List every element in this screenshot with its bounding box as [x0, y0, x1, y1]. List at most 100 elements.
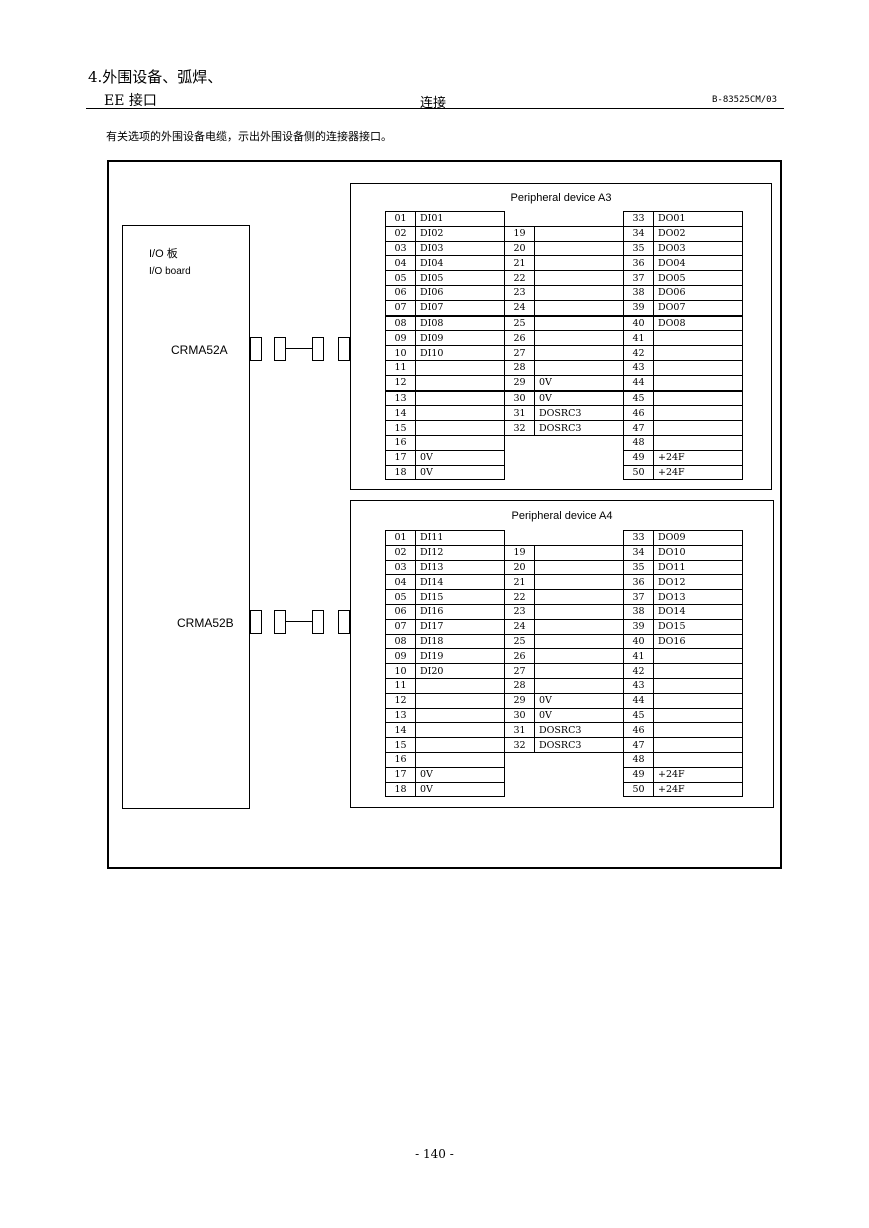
pin-number: 24	[504, 618, 535, 635]
pin-signal: DO02	[653, 225, 743, 242]
chapter-subtitle: EE 接口	[104, 93, 157, 109]
pin-row: 11 28 43	[385, 677, 743, 694]
pin-number: 28	[504, 677, 535, 694]
pin-number: 04	[385, 255, 416, 272]
pin-signal	[534, 603, 624, 620]
pin-number: 04	[385, 574, 416, 591]
pin-signal: DOSRC3	[534, 737, 624, 753]
pin-number: 47	[623, 420, 654, 436]
pin-signal	[415, 737, 505, 753]
pin-number: 28	[504, 359, 535, 376]
pin-number: 33	[623, 530, 654, 546]
pin-signal: 0V	[415, 781, 505, 798]
empty-cell	[505, 435, 535, 450]
pin-signal: DOSRC3	[534, 405, 624, 422]
pin-number: 37	[623, 589, 654, 605]
pin-number: 43	[623, 677, 654, 694]
pin-number: 20	[504, 240, 535, 257]
pin-number: 27	[504, 663, 535, 679]
pin-signal: DI09	[415, 330, 505, 347]
pin-number: 24	[504, 299, 535, 317]
pin-number: 05	[385, 589, 416, 605]
pin-number: 08	[385, 315, 416, 332]
pin-number: 42	[623, 663, 654, 679]
pin-signal: DO03	[653, 240, 743, 257]
pin-signal: 0V	[534, 692, 624, 709]
pin-number: 49	[623, 449, 654, 466]
pin-number: 25	[504, 315, 535, 332]
pin-number: 18	[385, 781, 416, 798]
pin-number: 12	[385, 692, 416, 709]
pin-signal	[534, 574, 624, 591]
pin-signal: DI11	[415, 530, 505, 546]
pin-signal	[653, 405, 743, 422]
pin-signal	[415, 751, 505, 768]
pin-number: 46	[623, 722, 654, 739]
pin-signal	[415, 434, 505, 451]
pin-signal: DI04	[415, 255, 505, 272]
pin-signal	[534, 544, 624, 561]
pin-number: 03	[385, 240, 416, 257]
pin-signal	[415, 374, 505, 392]
io-board-label-cn: I/O 板	[149, 248, 178, 260]
empty-cell	[535, 465, 624, 480]
pin-signal	[653, 737, 743, 753]
empty-cell	[505, 212, 535, 227]
cable-a-plug-left	[274, 337, 286, 361]
empty-cell	[535, 767, 624, 782]
pin-signal: DO06	[653, 284, 743, 301]
pin-number: 46	[623, 405, 654, 422]
pin-number: 40	[623, 633, 654, 650]
device-a4-title: Peripheral device A4	[511, 510, 613, 522]
pin-signal: DI05	[415, 270, 505, 286]
pin-number: 10	[385, 663, 416, 679]
pin-signal: DI12	[415, 544, 505, 561]
empty-cell	[505, 767, 535, 782]
pin-signal: 0V	[415, 449, 505, 466]
cable-a-plug-board	[250, 337, 262, 361]
pin-number: 50	[623, 464, 654, 481]
pin-signal	[534, 589, 624, 605]
pin-signal	[415, 420, 505, 436]
pin-number: 21	[504, 574, 535, 591]
pin-number: 03	[385, 559, 416, 576]
pin-signal: DI14	[415, 574, 505, 591]
pin-number: 01	[385, 530, 416, 546]
pin-number: 16	[385, 751, 416, 768]
pin-number: 11	[385, 677, 416, 694]
pin-signal	[534, 225, 624, 242]
empty-cell	[535, 212, 624, 227]
pin-signal: +24F	[653, 464, 743, 481]
pin-number: 45	[623, 390, 654, 407]
pin-signal	[653, 692, 743, 709]
pin-signal: DO05	[653, 270, 743, 286]
pin-number: 19	[504, 225, 535, 242]
pin-number: 13	[385, 707, 416, 724]
pin-number: 38	[623, 603, 654, 620]
pin-number: 32	[504, 737, 535, 753]
pin-number: 21	[504, 255, 535, 272]
intro-text: 有关选项的外围设备电缆，示出外围设备侧的连接器接口。	[106, 130, 392, 143]
section-title: 连接	[420, 96, 447, 111]
pin-number: 30	[504, 707, 535, 724]
pin-number: 48	[623, 751, 654, 768]
pin-signal: +24F	[653, 766, 743, 783]
pin-number: 07	[385, 618, 416, 635]
pin-signal: DOSRC3	[534, 722, 624, 739]
pin-number: 26	[504, 648, 535, 665]
pin-number: 34	[623, 544, 654, 561]
pin-signal: DI20	[415, 663, 505, 679]
pin-signal: DI16	[415, 603, 505, 620]
pin-number: 32	[504, 420, 535, 436]
pin-number: 22	[504, 270, 535, 286]
